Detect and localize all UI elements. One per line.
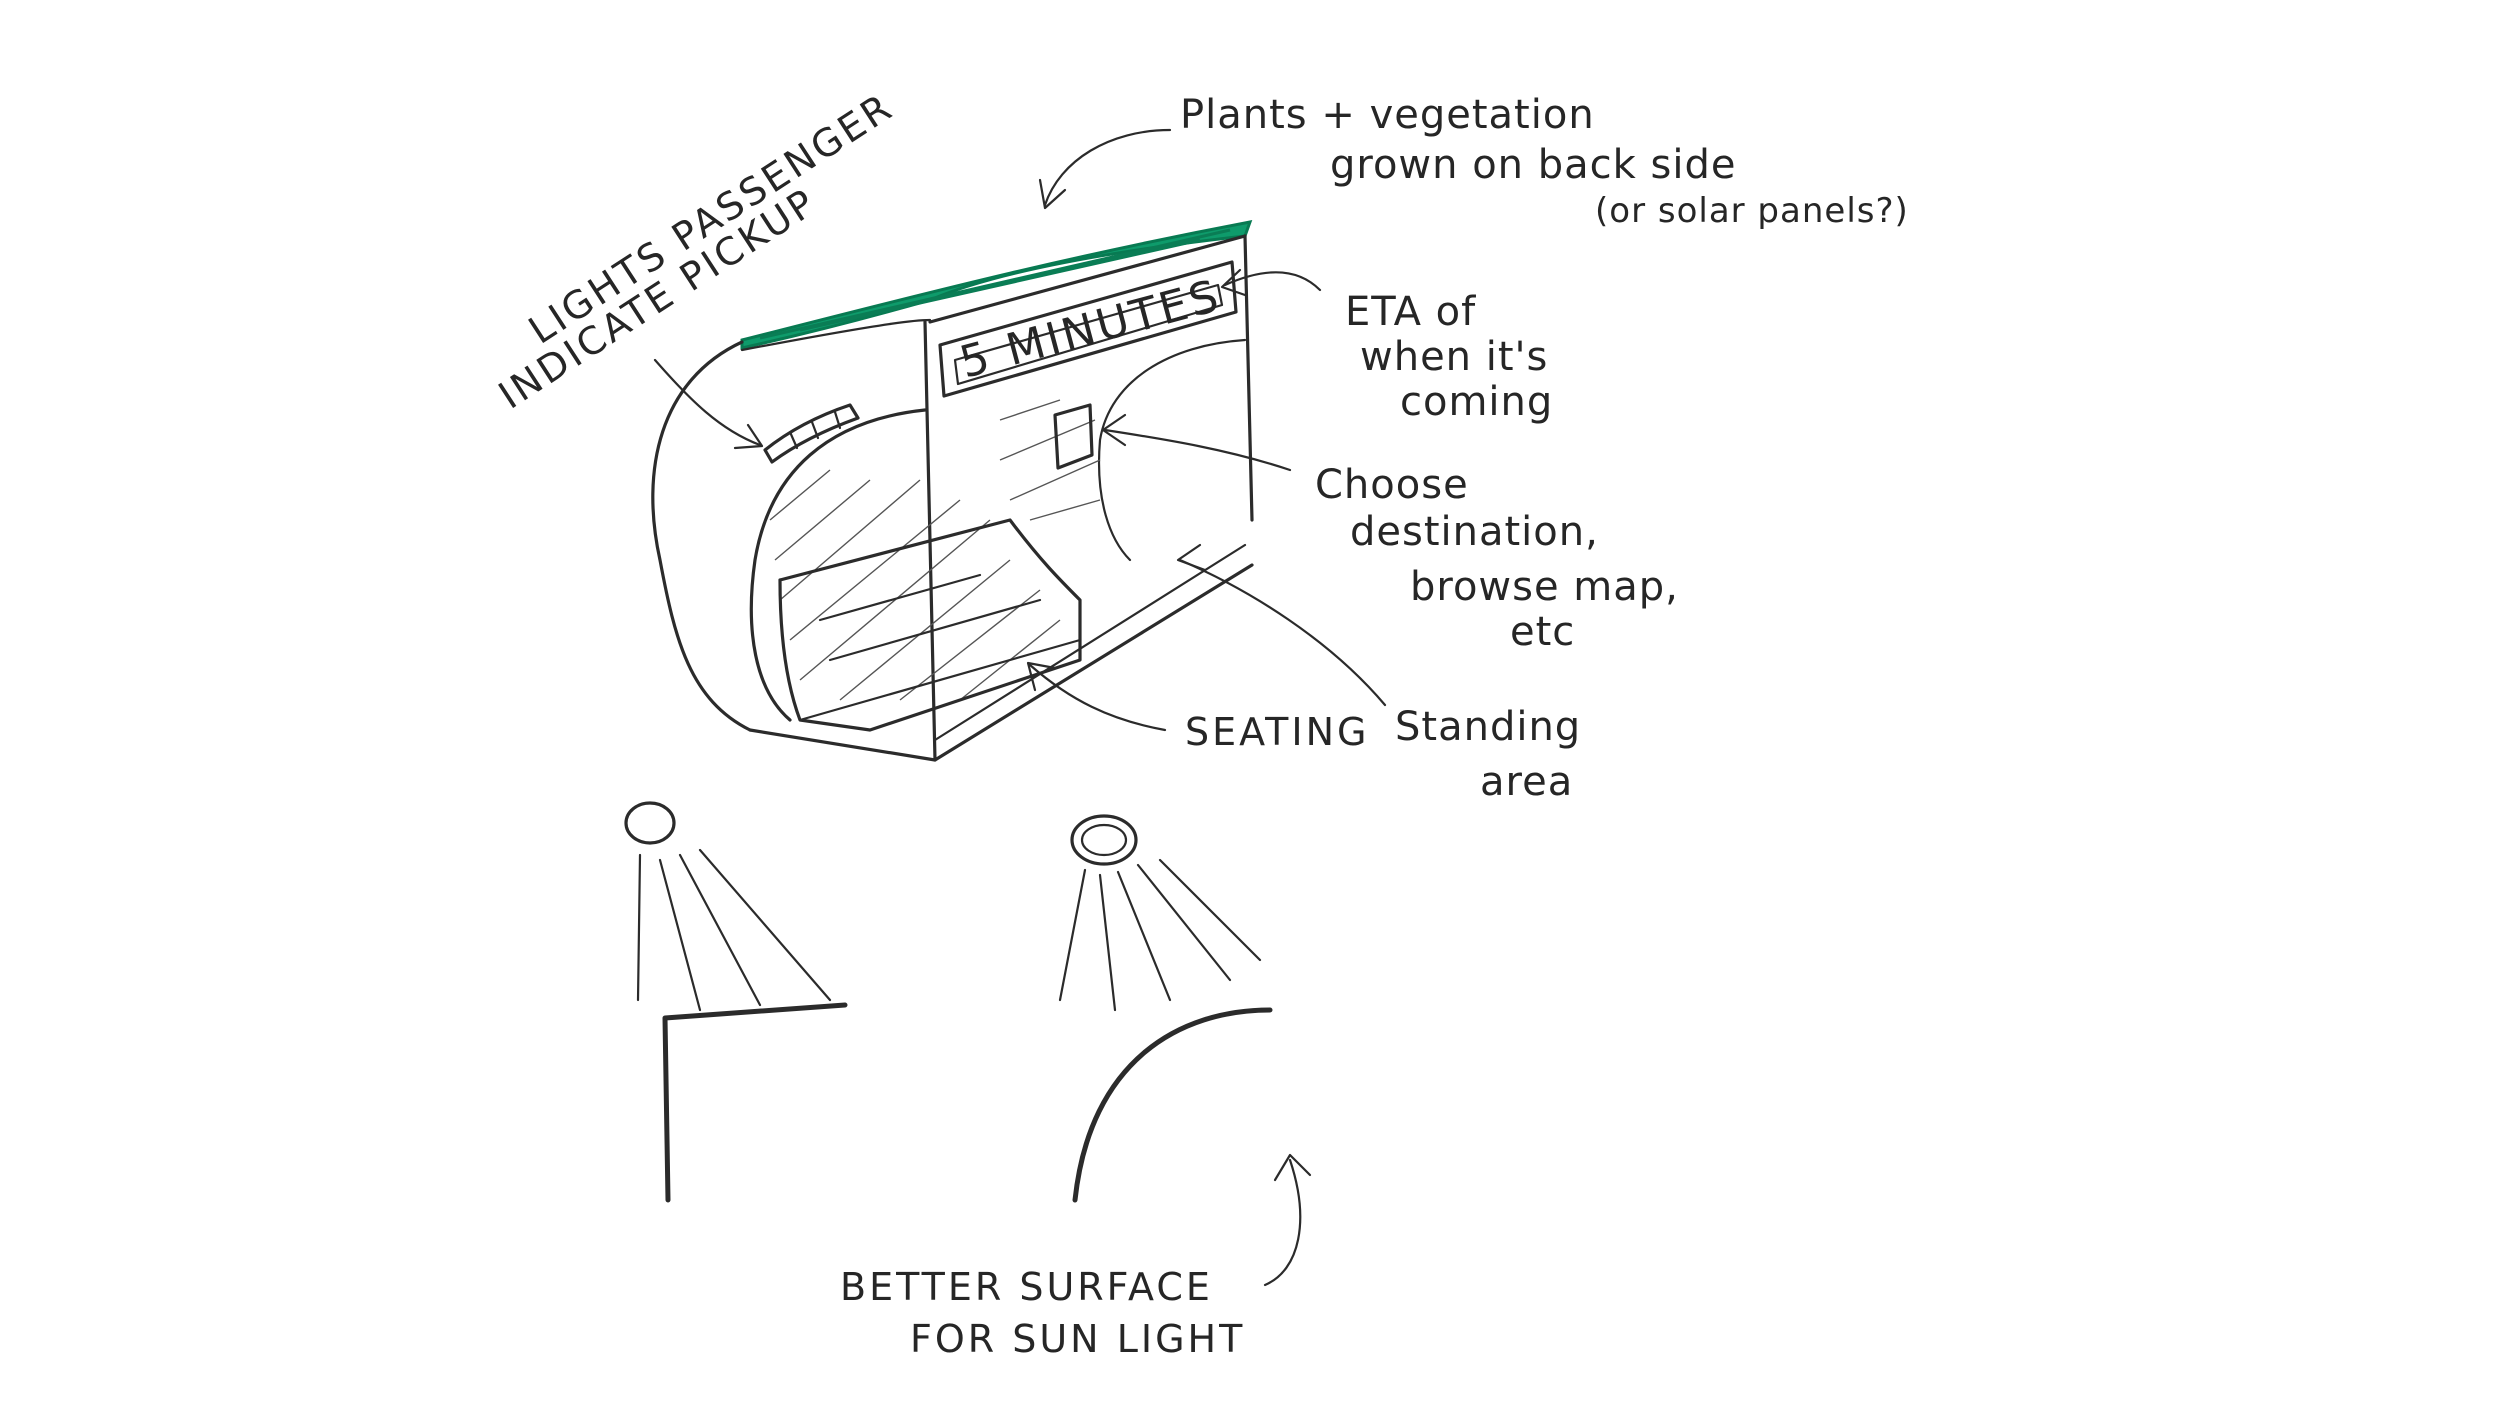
- choose-note-line3: browse map,: [1410, 564, 1679, 610]
- annotation-lights: LIGHTS PASSENGER INDICATE PICKUP: [491, 84, 901, 417]
- surface-note-line1: BETTER SURFACE: [840, 1265, 1213, 1309]
- kiosk-screen: [1055, 405, 1092, 468]
- bus-shelter-sketch: 5 MINUTES: [653, 222, 1252, 760]
- annotation-surface: BETTER SURFACE FOR SUN LIGHT: [840, 1265, 1245, 1361]
- choose-arrow: [1105, 430, 1290, 470]
- annotation-standing: Standing area: [1395, 704, 1581, 805]
- standing-note-line1: Standing: [1395, 704, 1581, 750]
- choose-note-line4: etc: [1510, 609, 1575, 655]
- standing-note-line2: area: [1480, 759, 1573, 805]
- lights-note-line2: INDICATE PICKUP: [491, 180, 825, 418]
- plants-arrow: [1045, 130, 1170, 205]
- shelter-shell: [653, 342, 750, 730]
- annotation-eta: ETA of when it's coming: [1345, 289, 1553, 425]
- eta-arrow: [1225, 272, 1320, 290]
- flat-roof-study: [626, 803, 845, 1200]
- sun-icon: [626, 803, 674, 843]
- display-text: 5 MINUTES: [955, 270, 1227, 389]
- lights-note-line1: LIGHTS PASSENGER: [521, 84, 901, 352]
- flat-roof-profile: [665, 1005, 845, 1200]
- plants-note-line2: grown on back side: [1330, 142, 1736, 188]
- seating-note: SEATING: [1185, 710, 1369, 754]
- standing-arrow: [1180, 560, 1385, 705]
- seating-arrow: [1030, 665, 1165, 730]
- annotation-choose: Choose destination, browse map, etc: [1315, 462, 1679, 655]
- choose-note-line2: destination,: [1350, 509, 1599, 555]
- choose-note-line1: Choose: [1315, 462, 1469, 508]
- eta-note-line3: coming: [1400, 379, 1553, 425]
- lights-arrow: [655, 360, 760, 445]
- surface-note-line2: FOR SUN LIGHT: [910, 1317, 1245, 1361]
- eta-note-line2: when it's: [1360, 334, 1548, 380]
- annotation-seating: SEATING: [1185, 710, 1369, 754]
- plants-note-line1: Plants + vegetation: [1180, 92, 1595, 138]
- eta-note-line1: ETA of: [1345, 289, 1476, 335]
- curved-roof-profile: [1075, 1010, 1270, 1200]
- annotation-plants: Plants + vegetation grown on back side (…: [1180, 92, 1909, 231]
- back-wall-hatching: [770, 400, 1100, 700]
- curved-roof-study: [1060, 816, 1270, 1200]
- plants-note-line3: (or solar panels?): [1595, 191, 1909, 231]
- surface-arrow: [1265, 1160, 1300, 1285]
